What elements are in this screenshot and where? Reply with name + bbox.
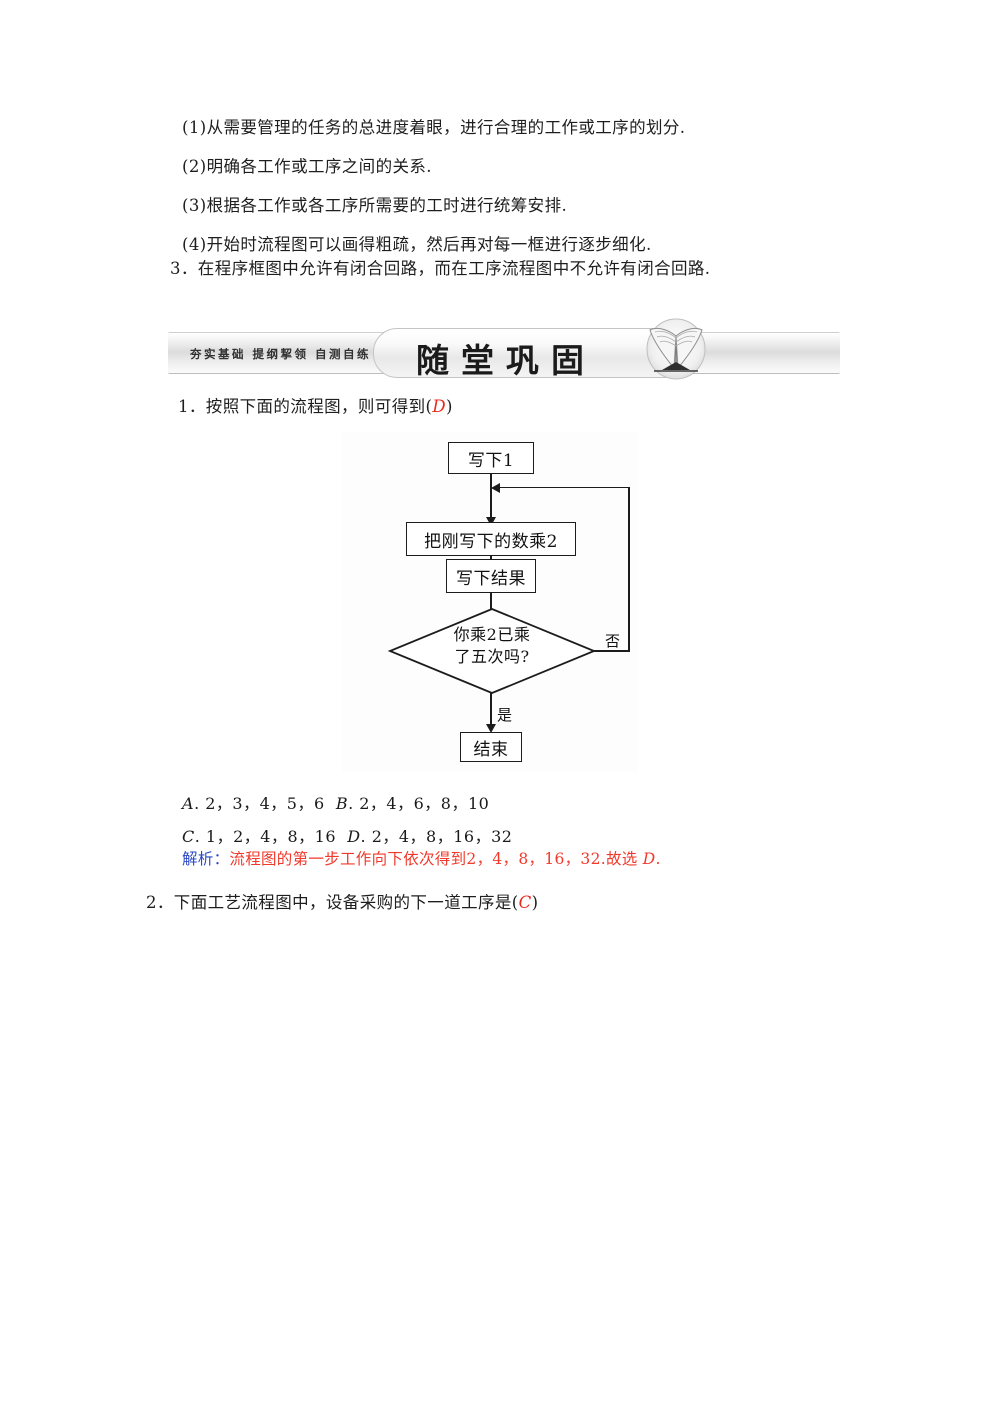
connector-decision-to-end — [490, 693, 492, 731]
banner-title: 随堂巩固 — [416, 341, 596, 380]
question-1-options-row-2: C. 1，2，4，8，16 D. 2，4，8，16，32 — [182, 823, 512, 847]
question-2-stem: 2．下面工艺流程图中，设备采购的下一道工序是(C) — [146, 893, 539, 913]
connector-loop-vertical — [628, 486, 630, 652]
note-item-2: (2)明确各工作或工序之间的关系. — [182, 157, 432, 176]
flowchart-figure: 写下1 把刚写下的数乘2 写下结果 — [342, 432, 638, 772]
note-point-3: 3．在程序框图中允许有闭合回路，而在工序流程图中不允许有闭合回路. — [170, 259, 711, 278]
question-1-options-row-1: A. 2，3，4，5，6 B. 2，4，6，8，10 — [182, 790, 489, 814]
flowchart-branch-no-label: 否 — [605, 632, 621, 650]
option-a-letter: A — [182, 794, 195, 813]
flowchart-decision-text: 你乘2已乘 了五次吗? — [412, 624, 572, 667]
connector-start-to-process — [490, 474, 492, 522]
option-a-text: . 2，3，4，5，6 — [194, 794, 325, 813]
flowchart-output-box: 写下结果 — [446, 559, 536, 593]
flowchart-process-box: 把刚写下的数乘2 — [406, 522, 576, 556]
option-b-letter: B — [335, 794, 349, 813]
question-2-answer: C — [518, 893, 532, 912]
question-2-stem-close: ) — [531, 893, 539, 912]
option-c-text: . 1，2，4，8，16 — [194, 827, 337, 846]
note-item-4: (4)开始时流程图可以画得粗疏，然后再对每一框进行逐步细化. — [182, 235, 652, 254]
connector-loop-horizontal-top — [494, 486, 630, 489]
explanation-body-text: 流程图的第一步工作向下依次得到2，4，8，16，32.故选 — [229, 850, 643, 868]
flowchart-start-box: 写下1 — [448, 442, 534, 474]
question-1-stem: 1．按照下面的流程图，则可得到(D) — [178, 397, 453, 417]
flowchart-branch-yes-label: 是 — [497, 706, 513, 724]
option-b-text: . 2，4，6，8，10 — [348, 794, 490, 813]
question-2-stem-text: 2．下面工艺流程图中，设备采购的下一道工序是( — [146, 893, 519, 912]
question-1-explanation: 解析：流程图的第一步工作向下依次得到2，4，8，16，32.故选 D. — [182, 847, 661, 869]
open-book-icon — [638, 318, 714, 380]
option-c-letter: C — [182, 827, 195, 846]
flowchart-decision-line-1: 你乘2已乘 — [453, 625, 531, 644]
flowchart-decision-line-2: 了五次吗? — [454, 646, 530, 666]
explanation-answer: D — [642, 850, 656, 868]
question-1-stem-close: ) — [445, 397, 453, 416]
question-1-stem-text: 1．按照下面的流程图，则可得到( — [178, 397, 433, 416]
note-item-1: (1)从需要管理的任务的总进度着眼，进行合理的工作或工序的划分. — [182, 118, 686, 137]
flowchart-end-box: 结束 — [460, 732, 522, 762]
explanation-body: 流程图的第一步工作向下依次得到2，4，8，16，32.故选 D. — [229, 850, 660, 868]
arrowhead-decision-to-end — [486, 724, 496, 733]
question-1-answer: D — [432, 397, 446, 416]
arrowhead-start-to-process — [486, 517, 496, 526]
option-d-letter: D — [347, 827, 361, 846]
flowchart-decision-diamond — [387, 608, 597, 694]
option-d-text: . 2，4，8，16，32 — [360, 827, 513, 846]
note-item-3: (3)根据各工作或各工序所需要的工时进行统筹安排. — [182, 196, 568, 215]
arrowhead-loop-back — [491, 482, 500, 493]
banner-pill — [373, 328, 675, 378]
banner-tagline: 夯实基础 提纲挈领 自测自练 — [190, 347, 372, 361]
section-banner: 夯实基础 提纲挈领 自测自练 随堂巩固 — [168, 318, 840, 380]
explanation-body-end: . — [655, 850, 661, 868]
explanation-label: 解析： — [182, 850, 230, 868]
